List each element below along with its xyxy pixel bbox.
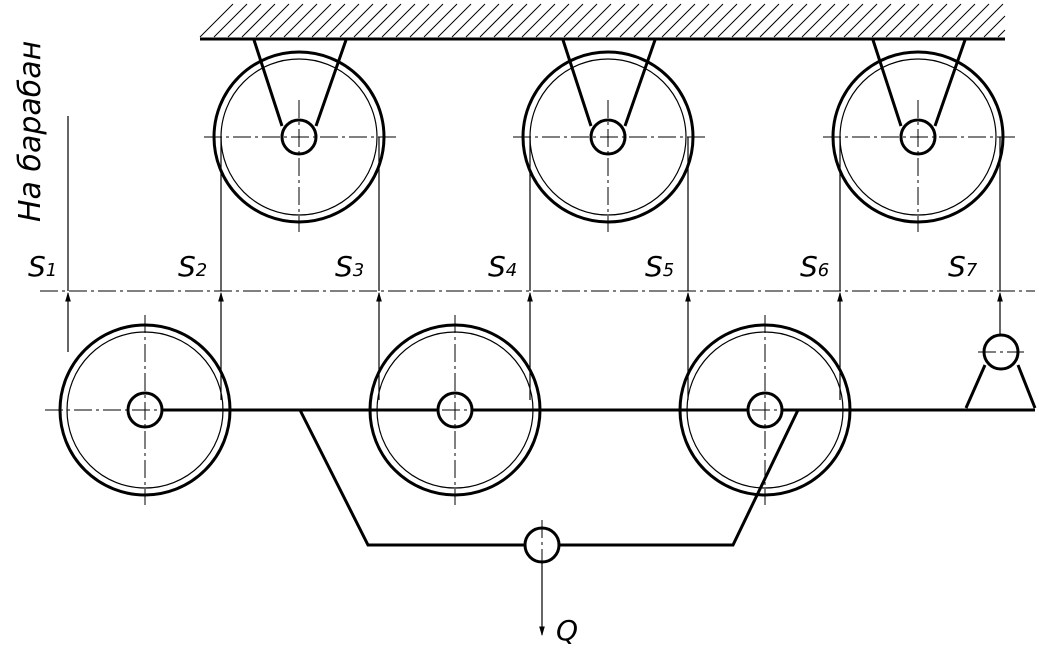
- hatch-line: [605, 3, 640, 38]
- tension-label-s3: S3: [335, 250, 364, 283]
- hatch-line: [297, 3, 332, 38]
- hatch-line: [759, 3, 794, 38]
- hatch-line: [339, 3, 374, 38]
- hatch-line: [717, 3, 752, 38]
- hatch-line: [213, 3, 248, 38]
- hatch-line: [689, 3, 724, 38]
- ceiling: [199, 3, 1006, 41]
- rope-branches: [65, 116, 1003, 400]
- hatch-line: [969, 3, 1004, 38]
- hatch-line: [661, 3, 696, 38]
- hatch-line: [843, 3, 878, 38]
- fixed-pulley-2: [513, 39, 705, 232]
- hatch-line: [899, 3, 934, 38]
- hatch-line: [255, 3, 290, 38]
- tension-label-s2: S2: [178, 250, 207, 283]
- fixed-pulley-3: [823, 39, 1015, 232]
- hatch-line: [577, 3, 612, 38]
- hatch-line: [423, 3, 458, 38]
- load-frame: [298, 409, 800, 636]
- hatch-line: [563, 3, 598, 38]
- hatch-line: [479, 3, 514, 38]
- rope-anchor: [964, 333, 1037, 409]
- fixed-pulley-1: [204, 39, 396, 232]
- hatch-line: [381, 3, 416, 38]
- hatch-line: [913, 3, 948, 38]
- hatch-line: [395, 3, 430, 38]
- tension-labels: S1 S2 S3 S4 S5 S6 S7: [28, 250, 978, 283]
- hatch-line: [815, 3, 850, 38]
- hatch-line: [367, 3, 402, 38]
- hatch-line: [829, 3, 864, 38]
- hatch-line: [507, 3, 542, 38]
- hatch-line: [633, 3, 668, 38]
- hatch-line: [927, 3, 962, 38]
- tension-label-s6: S6: [800, 250, 829, 283]
- hatch-line: [437, 3, 472, 38]
- hatch-line: [521, 3, 556, 38]
- hatch-line: [199, 3, 234, 38]
- hatch-line: [801, 3, 836, 38]
- hatch-line: [983, 15, 1006, 38]
- hatch-line: [493, 3, 528, 38]
- tension-label-s1: S1: [28, 250, 57, 283]
- ceiling-hatching: [199, 3, 1006, 38]
- hatch-line: [535, 3, 570, 38]
- hatch-line: [647, 3, 682, 38]
- hatch-line: [241, 3, 276, 38]
- tension-label-s5: S5: [645, 250, 674, 283]
- hatch-line: [997, 29, 1006, 38]
- hatch-line: [857, 3, 892, 38]
- hatch-line: [955, 3, 990, 38]
- hatch-line: [549, 3, 584, 38]
- hatch-line: [885, 3, 920, 38]
- hatch-line: [787, 3, 822, 38]
- drum-label: На барабан: [13, 41, 48, 222]
- hatch-line: [283, 3, 318, 38]
- hatch-line: [871, 3, 906, 38]
- hatch-line: [619, 3, 654, 38]
- hatch-line: [409, 3, 444, 38]
- hatch-line: [451, 3, 486, 38]
- hatch-line: [591, 3, 626, 38]
- hatch-line: [941, 3, 976, 38]
- hatch-line: [269, 3, 304, 38]
- hatch-line: [703, 3, 738, 38]
- tension-label-s4: S4: [488, 250, 517, 283]
- tension-label-s7: S7: [948, 250, 978, 283]
- hatch-line: [731, 3, 766, 38]
- hatch-line: [325, 3, 360, 38]
- hatch-line: [675, 3, 710, 38]
- load-label: Q: [556, 614, 578, 647]
- hatch-line: [353, 3, 388, 38]
- hatch-line: [227, 3, 262, 38]
- hatch-line: [773, 3, 808, 38]
- hatch-line: [465, 3, 500, 38]
- hatch-line: [745, 3, 780, 38]
- hatch-line: [311, 3, 346, 38]
